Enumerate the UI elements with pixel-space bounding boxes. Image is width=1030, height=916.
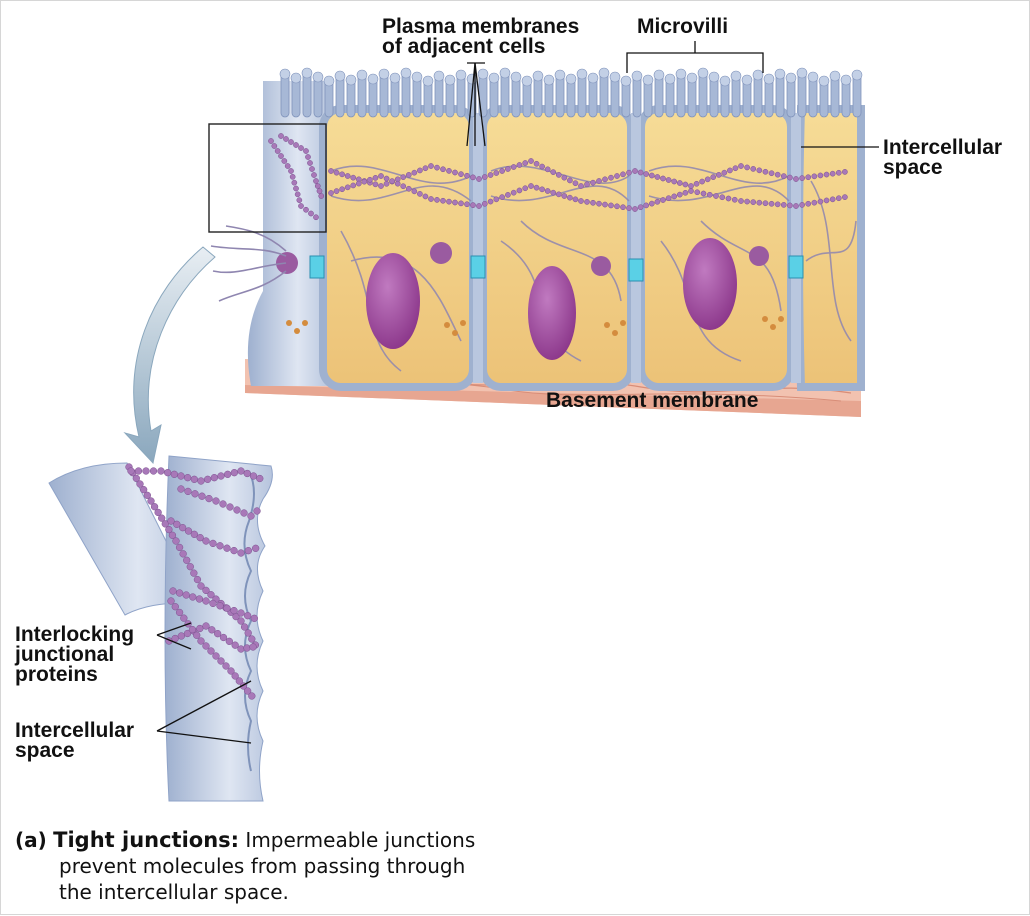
label-microvilli: Microvilli (637, 15, 729, 38)
microvilli-layer (279, 67, 863, 118)
junction-markers (276, 242, 804, 336)
label-plasma-membranes: Plasma membranes of adjacent cells (382, 15, 580, 58)
leader-lines (156, 41, 879, 744)
caption-line-2: prevent molecules from passing through (59, 854, 466, 878)
nuclei (366, 238, 737, 360)
tight-junction-strands (268, 133, 848, 221)
caption-line-1: Impermeable junctions (245, 828, 476, 852)
label-interlocking-proteins: Interlocking junctional proteins (15, 623, 135, 686)
label-intercellular-space-bottom: Intercellular space (15, 719, 135, 762)
cut-cell-edge (247, 81, 331, 386)
figure-caption: (a) Tight junctions: Impermeable junctio… (15, 827, 475, 905)
edge-filaments (210, 225, 287, 302)
epithelial-cells (319, 105, 865, 391)
zoom-arrow (123, 246, 216, 465)
caption-line-3: the intercellular space. (59, 880, 289, 904)
caption-heading: Tight junctions: (53, 828, 240, 852)
caption-tag: (a) (15, 828, 47, 852)
label-intercellular-space-top: Intercellular space (883, 136, 1003, 179)
zoom-box (208, 123, 327, 233)
label-basement-membrane: Basement membrane (546, 389, 759, 412)
intercellular-gaps (473, 113, 801, 383)
enlarged-junction-view (48, 455, 273, 802)
